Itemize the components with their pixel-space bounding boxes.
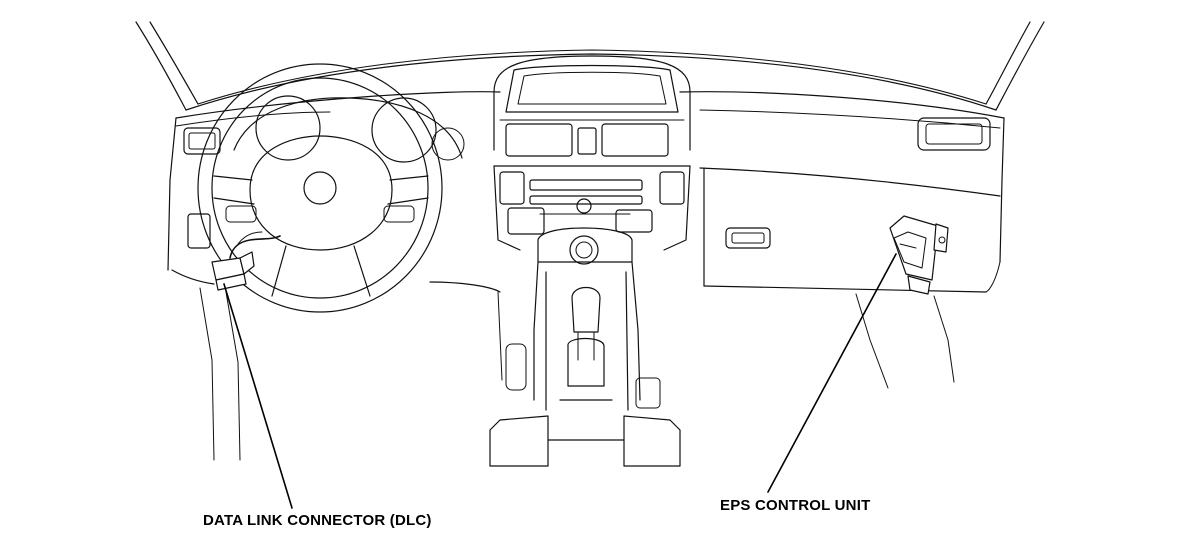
eps-control-unit-part [889,215,949,295]
dlc-connector-part [211,231,281,291]
dlc-label: DATA LINK CONNECTOR (DLC) [203,512,432,529]
center-display-hood [493,55,691,151]
center-upper-vents [499,119,685,157]
windshield-frame [135,21,1045,111]
center-console [489,227,681,467]
eps-control-unit-label: EPS CONTROL UNIT [720,497,871,514]
center-stack [493,165,691,251]
steering-wheel [197,63,443,313]
eps-leader-line [767,253,897,493]
dlc-leader-line [223,283,293,509]
leader-lines [223,253,897,509]
left-lower-dash [171,213,503,461]
right-outer-vent [917,117,991,151]
glove-box [699,167,1001,389]
left-outer-vent [183,127,221,155]
